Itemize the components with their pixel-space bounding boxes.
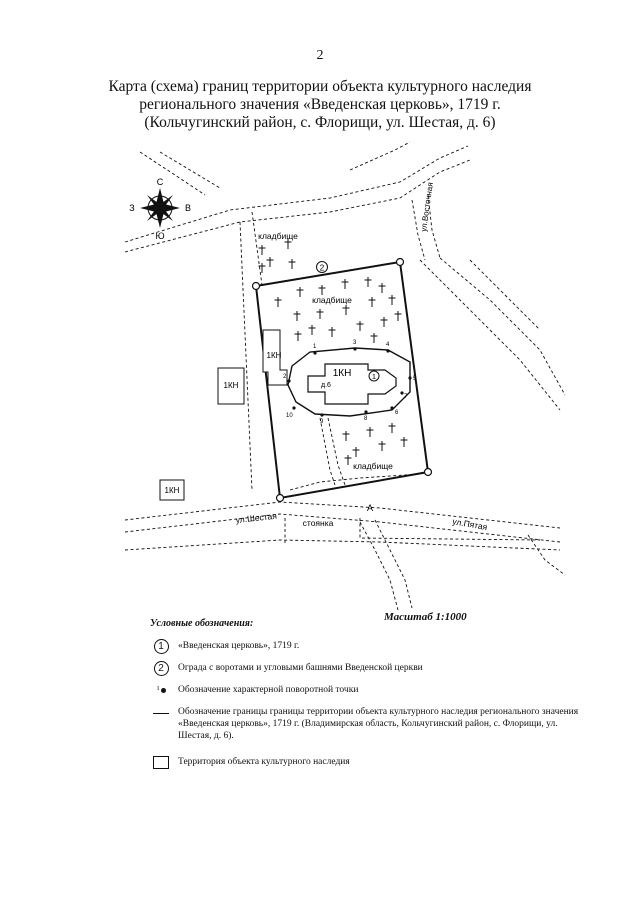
cross-icon [368, 297, 376, 307]
turning-point-label: 9 [320, 419, 324, 425]
cross-icon [378, 441, 386, 451]
legend-item-text: Территория объекта культурного наследия [178, 757, 350, 767]
legend-item-text: «Введенская церковь», 1719 г. [178, 641, 300, 651]
compass-rose-icon: С Ю З В [129, 177, 191, 241]
turning-point-label: 4 [386, 342, 390, 348]
legend-item: Обозначение границы границы территории о… [150, 704, 580, 742]
cross-icon [378, 283, 386, 293]
territory-icon [153, 755, 169, 769]
cemetery-label: кладбище [258, 231, 298, 241]
compass-east: В [185, 203, 191, 213]
cross-icon [288, 259, 296, 269]
cross-icon [294, 331, 302, 341]
page-number: 2 [316, 48, 324, 63]
corner-tower [275, 493, 285, 503]
street-label: ул.Пятая [452, 516, 489, 532]
cemetery-label: кладбище [312, 295, 352, 305]
compass-north: С [157, 177, 164, 187]
parking-label: стоянка [303, 518, 334, 528]
cross-icon [308, 325, 316, 335]
turning-point-label: 6 [395, 410, 399, 416]
legend-item: 1 Обозначение характерной поворотной точ… [150, 682, 580, 698]
cross-icon [342, 305, 350, 315]
title-line-3: (Кольчугинский район, с. Флорищи, ул. Ше… [144, 114, 496, 131]
map-title: Карта (схема) границ территории объекта … [40, 78, 600, 132]
legend-item: 1 «Введенская церковь», 1719 г. [150, 638, 580, 654]
legend: Условные обозначения: 1 «Введенская церк… [150, 618, 580, 776]
cross-icon [266, 257, 274, 267]
boundary-line-icon [153, 712, 169, 714]
cross-icon [364, 277, 372, 287]
cross-icon [258, 263, 266, 273]
compass-south: Ю [155, 231, 164, 241]
cross-icon [356, 321, 364, 331]
cross-icon [388, 295, 396, 305]
legend-item-text: Обозначение границы границы территории о… [178, 707, 579, 741]
cross-icon [370, 333, 378, 343]
turning-point-label: 2 [283, 374, 287, 380]
building-label: 1КН [267, 351, 282, 360]
cross-icon [296, 287, 304, 297]
cross-icon [316, 309, 324, 319]
cross-icon [293, 311, 301, 321]
roads [124, 141, 566, 611]
turning-point-icon: 1 [156, 683, 166, 698]
legend-item: Территория объекта культурного наследия [150, 754, 580, 770]
turning-points: 1 3 4 5 6 8 9 10 2 7 [283, 340, 417, 425]
compass-west: З [129, 203, 134, 213]
church-protection-zone [287, 347, 411, 417]
turning-point-label: 1 [313, 344, 317, 350]
turning-point-label: 5 [413, 376, 417, 382]
cross-icon [380, 317, 388, 327]
church-marker [368, 370, 380, 382]
turning-point-label: 7 [404, 394, 408, 400]
cross-icon [328, 327, 336, 337]
cemetery-label: кладбище [353, 461, 393, 471]
map-scale: Масштаб 1:1000 [384, 611, 467, 623]
legend-heading: Условные обозначения: [150, 618, 254, 629]
corner-tower [395, 257, 405, 267]
cross-icon [366, 427, 374, 437]
site-map: С Ю З В 2 1КН 1КН 1КН 1КН д.6 1 1 3 4 5 … [124, 141, 566, 611]
cross-icon [318, 285, 326, 295]
house-number: д.6 [321, 382, 331, 389]
cemetery-crosses [258, 239, 408, 465]
cross-icon [400, 437, 408, 447]
church-marker-icon: 1 [153, 638, 169, 654]
cross-icon [352, 447, 360, 457]
street-label: ул.Шестая [235, 511, 277, 525]
cross-icon [344, 455, 352, 465]
turning-point-label: 10 [286, 413, 293, 419]
building-label: 1КН [224, 381, 239, 390]
corner-tower [251, 281, 261, 291]
title-line-1: Карта (схема) границ территории объекта … [108, 78, 532, 95]
church-label: 1КН [333, 368, 352, 379]
street-label: ул.Восточная [419, 182, 435, 232]
building-label: 1КН [165, 486, 180, 495]
building [159, 479, 185, 501]
building [217, 367, 245, 405]
cross-icon [274, 297, 282, 307]
legend-item-text: Обозначение характерной поворотной точки [178, 685, 359, 695]
cross-icon [258, 245, 266, 255]
fence-marker-icon: 2 [153, 660, 169, 676]
cross-icon [388, 423, 396, 433]
turning-point-label: 8 [364, 416, 368, 422]
turning-point-label: 3 [353, 340, 357, 346]
title-line-2: регионального значения «Введенская церко… [139, 96, 501, 113]
building [262, 329, 288, 386]
cross-icon [394, 311, 402, 321]
corner-tower [423, 467, 433, 477]
fence-marker-label: 2 [320, 264, 325, 273]
church-marker-label: 1 [372, 372, 376, 381]
legend-item-text: Ограда с воротами и угловыми башнями Вве… [178, 663, 423, 673]
cross-icon [284, 239, 292, 249]
cross-icon [341, 279, 349, 289]
cross-icon [342, 431, 350, 441]
legend-item: 2 Ограда с воротами и угловыми башнями В… [150, 660, 580, 676]
point-a-label: А [367, 503, 373, 513]
fence-marker [316, 261, 328, 273]
